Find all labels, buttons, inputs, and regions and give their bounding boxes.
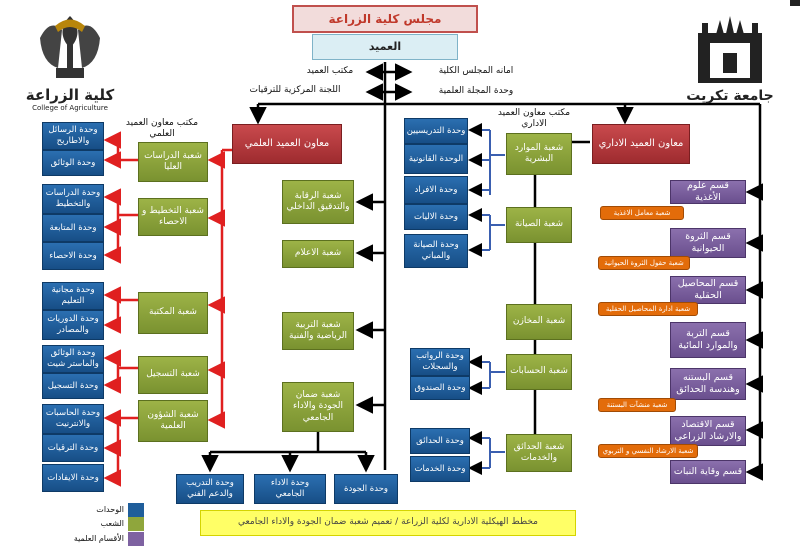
unit-theses: وحدة الرسائل والاطاريح bbox=[42, 122, 104, 150]
chart-caption: مخطط الهيكلية الادارية لكلية الزراعة / ت… bbox=[200, 510, 576, 536]
unit-quality: وحدة الجودة bbox=[334, 474, 398, 504]
department-horticulture: قسم البستنه وهندسة الحدائق bbox=[670, 368, 746, 400]
sub-food-labs: شعبة معامل الاغذية bbox=[600, 206, 684, 220]
sub-horticulture-facilities: شعبة منشآت البستنة bbox=[598, 398, 676, 412]
college-logo: كلية الزراعة College of Agriculture bbox=[20, 8, 120, 112]
university-logo-text: جامعة تكريت bbox=[686, 88, 774, 104]
branch-library: شعبة المكتبة bbox=[138, 292, 208, 334]
legend-units-swatch bbox=[128, 503, 144, 517]
unit-salaries-records: وحدة الرواتب والسجلات bbox=[410, 348, 470, 376]
branch-internal-audit: شعبة الرقابة والتدقيق الداخلي bbox=[282, 180, 354, 224]
branch-registration: شعبة التسجيل bbox=[138, 356, 208, 394]
unit-promotions: وحدة الترقيات bbox=[42, 434, 104, 462]
unit-fund: وحدة الصندوق bbox=[410, 376, 470, 400]
unit-vehicles: وحدة الاليات bbox=[404, 204, 468, 230]
unit-teaching-staff: وحدة التدريسيين bbox=[404, 118, 468, 144]
department-food-science: قسم علوم الأغذية bbox=[670, 180, 746, 204]
legend-units-label: الوحدات bbox=[96, 505, 124, 514]
unit-missions: وحدة الايفادات bbox=[42, 464, 104, 492]
branch-planning-statistics: شعبة التخطيط و الاحصاء bbox=[138, 198, 208, 236]
department-plant-protection: قسم وقاية النبات bbox=[670, 460, 746, 484]
college-logo-text: كلية الزراعة bbox=[25, 86, 115, 104]
unit-periodicals: وحدة الدوريات والمصادر bbox=[42, 310, 104, 340]
branch-sports-arts: شعبة التربية الرياضية والفنية bbox=[282, 312, 354, 350]
department-soil-water: قسم التربة والموارد المائية bbox=[670, 322, 746, 358]
college-council-secretariat: امانه المجلس الكلية bbox=[438, 66, 514, 76]
unit-registration: وحدة التسجيل bbox=[42, 373, 104, 399]
unit-free-education: وحدة مجانية التعليم bbox=[42, 282, 104, 310]
administrative-vice-dean: معاون العميد الاداري bbox=[592, 124, 690, 164]
university-emblem-icon bbox=[698, 16, 762, 83]
department-animal-production: قسم الثروة الحيوانية bbox=[670, 228, 746, 258]
branch-quality-assurance: شعبة ضمان الجودة والاداء الجامعي bbox=[282, 382, 354, 432]
promotions-committee: اللجنة المركزية للترقيات bbox=[249, 85, 341, 95]
unit-legal: الوحدة القانونية bbox=[404, 144, 468, 174]
unit-university-performance: وحدة الاداء الجامعي bbox=[254, 474, 326, 504]
department-field-crops: قسم المحاصيل الحقلية bbox=[670, 276, 746, 304]
legend-branches-swatch bbox=[128, 517, 144, 531]
unit-training-support: وحدة التدريب والدعم الفني bbox=[176, 474, 244, 504]
unit-documents: وحدة الوثائق bbox=[42, 150, 104, 176]
branch-accounts: شعبة الحسابات bbox=[506, 354, 572, 390]
unit-personnel: وحدة الافراد bbox=[404, 176, 468, 204]
journal-unit: وحدة المجلة العلمية bbox=[438, 86, 514, 96]
branch-media: شعبة الاعلام bbox=[282, 240, 354, 268]
sub-animal-fields: شعبة حقول الثروة الحيوانية bbox=[598, 256, 690, 270]
unit-studies-planning: وحدة الدراسات والتخطيط bbox=[42, 184, 104, 214]
branch-graduate-studies: شعبة الدراسات العليا bbox=[138, 142, 208, 182]
unit-computers-internet: وحدة الحاسبات والانترنيت bbox=[42, 404, 104, 434]
scientific-vice-dean-office: مكتب معاون العميد العلمي bbox=[125, 118, 199, 139]
dean-office: مكتب العميد bbox=[306, 66, 354, 76]
administrative-vice-dean-office: مكتب معاون العميد الاداري bbox=[497, 108, 571, 129]
branch-human-resources: شعبة الموارد البشرية bbox=[506, 133, 572, 175]
unit-followup: وحدة المتابعة bbox=[42, 214, 104, 242]
wheat-emblem-icon bbox=[40, 16, 100, 78]
branch-maintenance: شعبة الصيانة bbox=[506, 207, 572, 243]
unit-maintenance-buildings: وحدة الصيانة والمباني bbox=[404, 234, 468, 268]
branch-gardens-services: شعبة الحدائق والخدمات bbox=[506, 434, 572, 472]
university-logo: جامعة تكريت bbox=[680, 8, 780, 108]
unit-services: وحدة الخدمات bbox=[410, 456, 470, 482]
branch-stores: شعبة المخازن bbox=[506, 304, 572, 340]
scientific-vice-dean: معاون العميد العلمي bbox=[232, 124, 342, 164]
legend-departments-swatch bbox=[128, 532, 144, 546]
unit-statistics: وحدة الاحصاء bbox=[42, 242, 104, 270]
unit-gardens: وحدة الحدائق bbox=[410, 428, 470, 454]
corner-mark bbox=[790, 0, 800, 6]
legend-departments-label: الأقسام العلمية bbox=[73, 534, 124, 543]
unit-master-sheet: وحدة الوثائق والماستر شيت bbox=[42, 345, 104, 373]
dean-box: العميد bbox=[312, 34, 458, 60]
sub-psychological-guidance: شعبة الارشاد النفسي و التربوي bbox=[598, 444, 698, 458]
department-economics-extension: قسم الاقتصاد والارشاد الزراعي bbox=[670, 416, 746, 446]
college-logo-subtitle: College of Agriculture bbox=[32, 104, 108, 112]
sub-field-crops-management: شعبة ادارة المحاصيل الحقلية bbox=[598, 302, 698, 316]
college-council: مجلس كلية الزراعة bbox=[292, 5, 478, 33]
branch-scientific-affairs: شعبة الشؤون العلمية bbox=[138, 400, 208, 442]
legend-branches-label: الشعب bbox=[100, 519, 124, 528]
